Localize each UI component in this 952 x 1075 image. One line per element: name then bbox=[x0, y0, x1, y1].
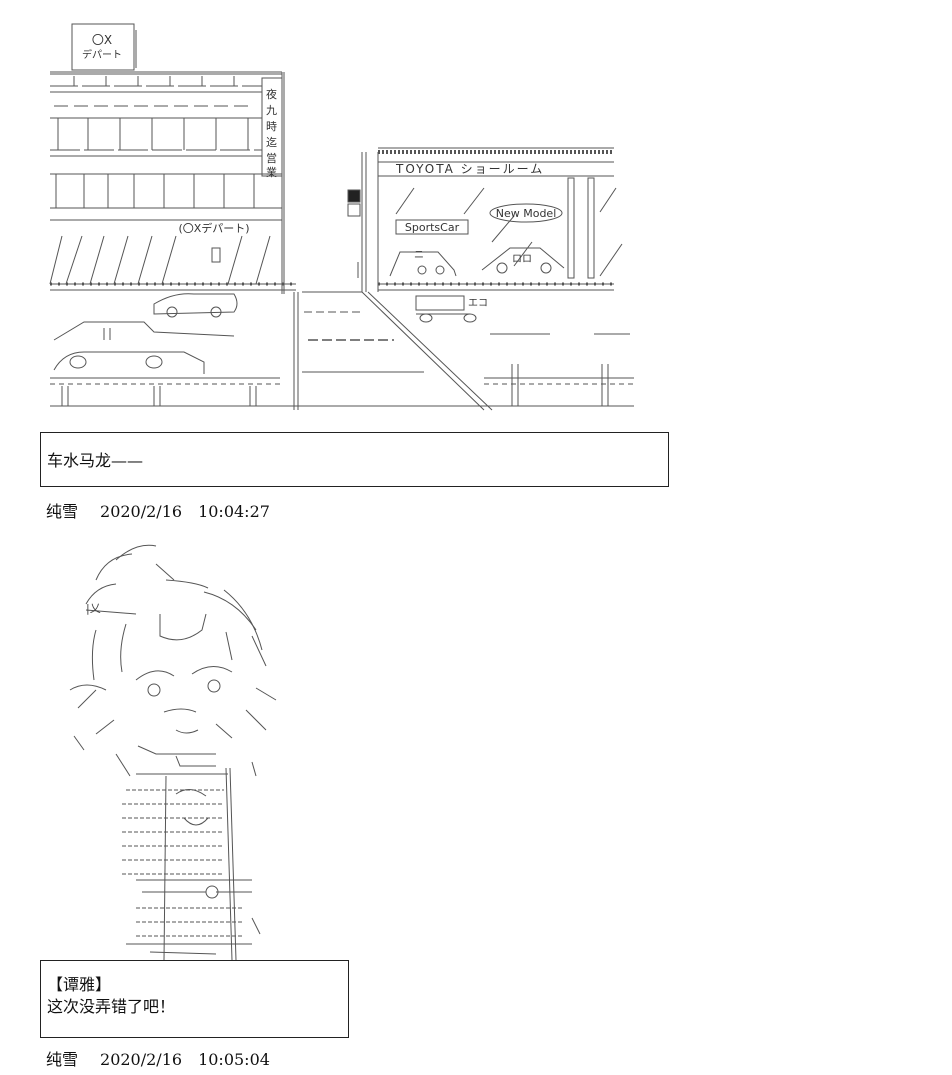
narration-text: 车水马龙—— bbox=[47, 451, 144, 470]
post-meta-1: 纯雪 2020/2/16 10:04:27 bbox=[46, 502, 270, 522]
post-time: 10:04:27 bbox=[198, 502, 270, 521]
store-roof-sign bbox=[71, 23, 135, 71]
sportscar-label: SportsCar bbox=[405, 221, 460, 234]
new-model-bubble bbox=[489, 203, 563, 223]
street-scene-ascii-art: 〇X デパート 夜九時迄営業 bbox=[49, 23, 634, 411]
car-left-bottom bbox=[53, 351, 205, 374]
tanya-character-ascii-art: |乂 bbox=[69, 544, 277, 960]
svg-text:|乂: |乂 bbox=[86, 602, 101, 615]
post-date: 2020/2/16 bbox=[100, 502, 183, 521]
signal-light bbox=[347, 189, 361, 203]
svg-text:ニ: ニ bbox=[414, 250, 424, 261]
eco-car: エコ bbox=[415, 295, 488, 323]
dialog-box-narration: 车水马龙—— bbox=[40, 432, 669, 487]
showroom-car-right: ロロ bbox=[481, 247, 565, 274]
post-date: 2020/2/16 bbox=[100, 1050, 183, 1069]
speaker-name: 【谭雅】 bbox=[47, 975, 112, 994]
sportscar-sign bbox=[395, 219, 469, 235]
car-left-middle bbox=[53, 321, 235, 341]
store-sign-top: 〇X bbox=[92, 33, 112, 47]
showroom-car-left: ニ bbox=[389, 250, 457, 277]
car-left-top bbox=[153, 293, 238, 318]
side-banner: 夜九時迄営業 bbox=[266, 87, 277, 179]
svg-text:ロロ: ロロ bbox=[512, 254, 532, 265]
post-time: 10:05:04 bbox=[198, 1050, 270, 1069]
showroom-name: TOYOTA ショールーム bbox=[395, 162, 544, 176]
store-name: (〇Xデパート) bbox=[178, 221, 249, 235]
new-model-label: New Model bbox=[496, 207, 557, 220]
author-name: 纯雪 bbox=[46, 502, 79, 521]
dialog-box-tanya: 【谭雅】 这次没弄错了吧！ bbox=[40, 960, 349, 1038]
author-name: 纯雪 bbox=[46, 1050, 79, 1069]
post-meta-2: 纯雪 2020/2/16 10:05:04 bbox=[46, 1050, 270, 1070]
dialog-text: 这次没弄错了吧！ bbox=[47, 997, 176, 1016]
store-sign-bottom: デパート bbox=[82, 48, 122, 61]
svg-text:エコ: エコ bbox=[468, 298, 488, 309]
